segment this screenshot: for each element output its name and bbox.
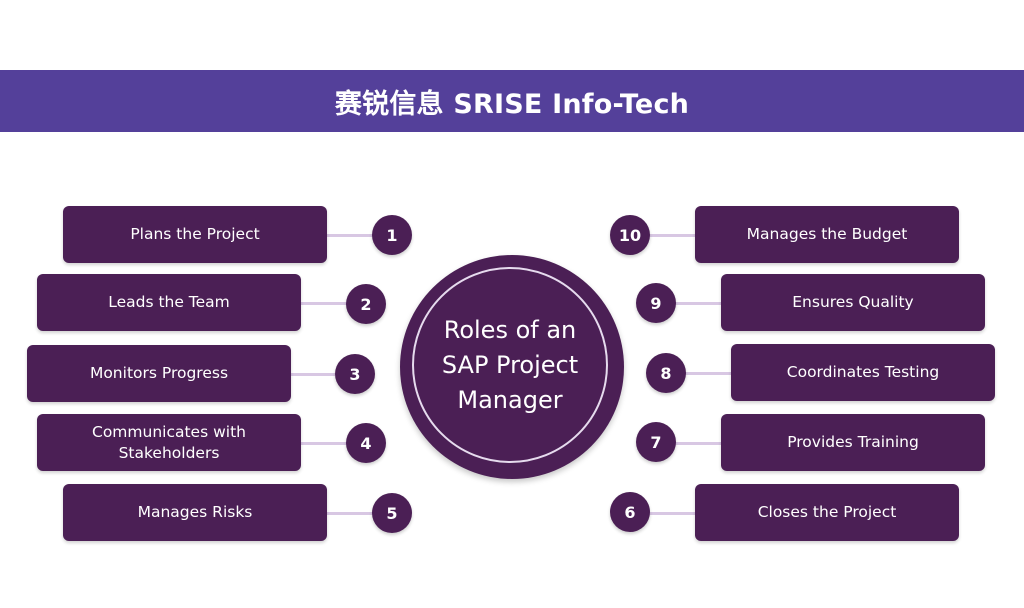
number-badge-8: 8 [646,353,686,393]
connector-4 [300,442,350,445]
center-title: Roles of an SAP Project Manager [441,315,579,414]
role-box-plans-the-project: Plans the Project [63,206,327,263]
connector-5 [326,512,376,515]
role-box-monitors-progress: Monitors Progress [27,345,291,402]
connector-2 [300,302,350,305]
connector-9 [674,302,722,305]
number-badge-5: 5 [372,493,412,533]
role-box-ensures-quality: Ensures Quality [721,274,985,331]
number-badge-1: 1 [372,215,412,255]
connector-1 [326,234,376,237]
role-label: Ensures Quality [792,293,914,311]
role-box-closes-the-project: Closes the Project [695,484,959,541]
number-badge-2: 2 [346,284,386,324]
role-label: Monitors Progress [89,364,229,382]
connector-8 [684,372,732,375]
role-box-communicates-with-stakeholders: Communicates with Stakeholders [37,414,301,471]
banner-title: 赛锐信息 SRISE Info-Tech [334,88,690,120]
number-badge-6: 6 [610,492,650,532]
center-hub-ring: Roles of an SAP Project Manager [412,267,608,463]
connector-3 [290,373,335,376]
role-label: Leads the Team [108,293,230,311]
role-label: Manages the Budget [746,225,908,243]
header-banner: 赛锐信息 SRISE Info-Tech [0,70,1024,132]
number-badge-3: 3 [335,354,375,394]
number-badge-7: 7 [636,422,676,462]
connector-7 [674,442,722,445]
role-label: Manages Risks [137,503,253,521]
role-box-manages-the-budget: Manages the Budget [695,206,959,263]
center-hub: Roles of an SAP Project Manager [400,255,624,479]
role-label: Plans the Project [130,225,260,243]
role-box-manages-risks: Manages Risks [63,484,327,541]
role-label: Closes the Project [757,503,897,521]
connector-10 [648,234,696,237]
role-label: Provides Training [787,433,919,451]
number-badge-9: 9 [636,283,676,323]
role-label: Coordinates Testing [786,363,940,381]
number-badge-4: 4 [346,423,386,463]
connector-6 [648,512,696,515]
number-badge-10: 10 [610,215,650,255]
role-box-leads-the-team: Leads the Team [37,274,301,331]
role-box-coordinates-testing: Coordinates Testing [731,344,995,401]
role-box-provides-training: Provides Training [721,414,985,471]
role-label: Communicates with Stakeholders [92,422,246,462]
